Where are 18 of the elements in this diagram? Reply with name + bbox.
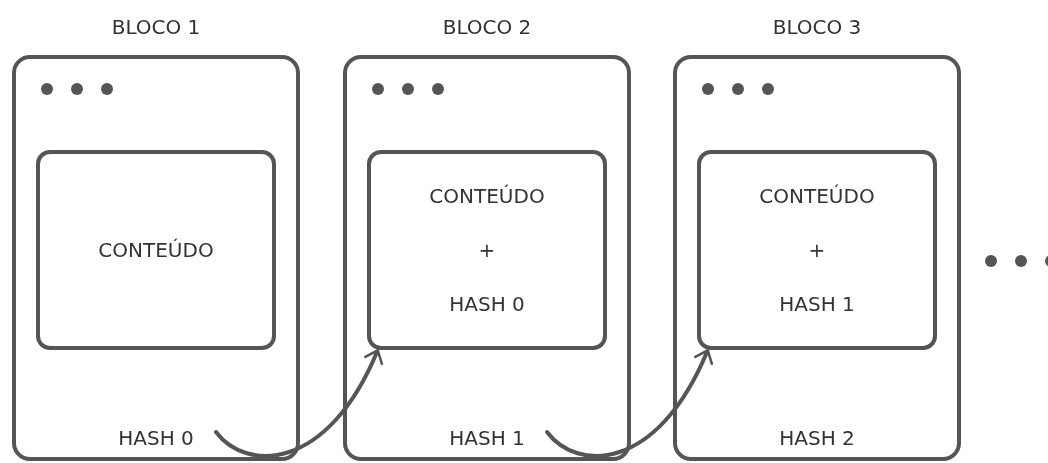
block-title: BLOCO 2 [441, 15, 533, 39]
content-text: + [808, 238, 826, 262]
hash-label: HASH 0 [118, 426, 194, 450]
block-title: BLOCO 3 [771, 15, 863, 39]
content-text: HASH 1 [779, 292, 855, 316]
content-box [367, 150, 607, 350]
content-text: CONTEÚDO [98, 238, 214, 262]
content-box [697, 150, 937, 350]
content-text: CONTEÚDO [759, 184, 875, 208]
block-title: BLOCO 1 [110, 15, 202, 39]
curved-arrow [545, 350, 712, 458]
content-text: CONTEÚDO [429, 184, 545, 208]
hash-label: HASH 2 [779, 426, 855, 450]
content-text: + [478, 238, 496, 262]
hash-label: HASH 1 [449, 426, 525, 450]
content-box [36, 150, 276, 350]
content-text: HASH 0 [449, 292, 525, 316]
curved-arrow [214, 350, 382, 458]
